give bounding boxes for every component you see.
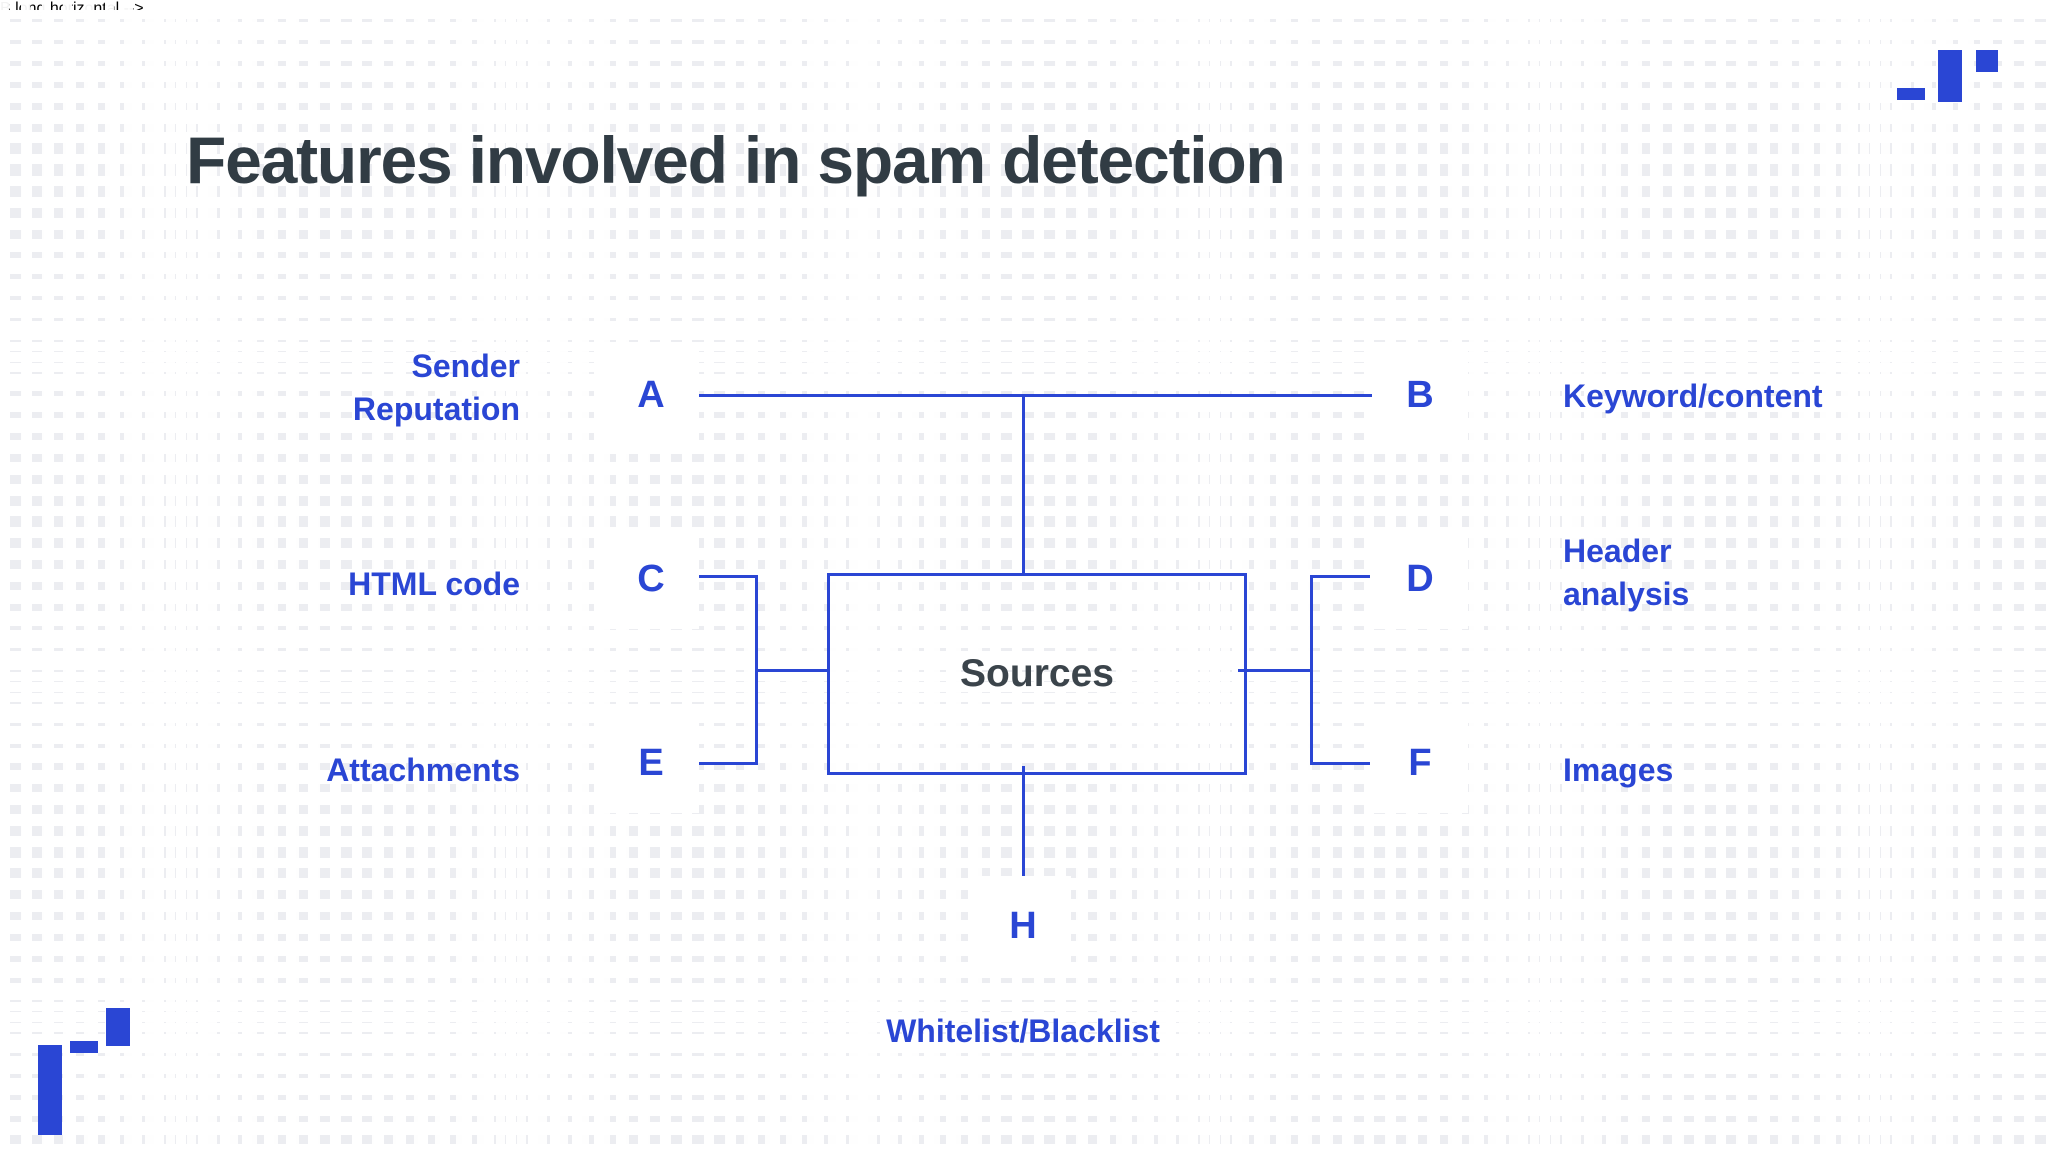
node-letter-d: D (1406, 557, 1434, 600)
node-letter-e: E (638, 741, 664, 784)
node-letter-h: H (1009, 904, 1037, 947)
label-header-analysis: Header analysis (1563, 530, 2023, 616)
node-box-b[interactable]: B (1372, 345, 1468, 445)
label-images: Images (1563, 749, 2023, 792)
label-images-text: Images (1563, 752, 1674, 788)
node-box-h[interactable]: H (975, 876, 1071, 976)
connector-e-stub (695, 762, 755, 765)
top-right-decoration-bar-tall (1938, 50, 1962, 102)
node-letter-a: A (637, 373, 665, 416)
label-keyword-content-text: Keyword/content (1563, 378, 1823, 414)
bottom-left-decoration-bar-small (70, 1041, 98, 1053)
top-right-decoration-square (1976, 50, 1998, 72)
connector-f-stub (1310, 762, 1370, 765)
node-box-e[interactable]: E (603, 713, 699, 813)
node-letter-f: F (1408, 741, 1432, 784)
node-box-c[interactable]: C (603, 529, 699, 629)
center-node-label: Sources (960, 652, 1114, 695)
label-keyword-content: Keyword/content (1563, 375, 2023, 418)
label-whitelist-blacklist: Whitelist/Blacklist (773, 1010, 1273, 1053)
bottom-left-decoration-bar-tall (38, 1045, 62, 1135)
center-node-sources[interactable]: Sources (827, 573, 1247, 775)
node-box-d[interactable]: D (1372, 529, 1468, 629)
connector-d-stub (1310, 575, 1370, 578)
top-right-decoration-bar-small (1897, 88, 1925, 100)
label-sender-reputation: Sender Reputation (210, 345, 520, 431)
label-html-code: HTML code (210, 563, 520, 606)
page-title: Features involved in spam detection (186, 123, 1286, 197)
label-sender-reputation-line2: Reputation (352, 391, 520, 428)
node-letter-b: B (1406, 373, 1434, 416)
label-attachments-text: Attachments (326, 752, 520, 788)
label-header-analysis-line2: analysis (1563, 576, 1690, 613)
connector-a-to-b (695, 394, 1377, 397)
connector-c-stub (695, 575, 755, 578)
connector-left-to-center (755, 669, 830, 672)
connector-center-to-h (1022, 766, 1025, 886)
label-sender-reputation-line1: Sender (411, 348, 520, 384)
label-whitelist-blacklist-text: Whitelist/Blacklist (886, 1013, 1160, 1049)
node-box-a[interactable]: A (603, 345, 699, 445)
node-box-f[interactable]: F (1372, 713, 1468, 813)
connector-center-to-right (1238, 669, 1313, 672)
connector-right-bracket (1310, 575, 1313, 765)
label-header-analysis-line1: Header (1563, 533, 1672, 569)
connector-top-to-center (1022, 394, 1025, 576)
node-letter-c: C (637, 557, 665, 600)
label-attachments: Attachments (180, 749, 520, 792)
bottom-left-decoration-rect (106, 1008, 130, 1046)
label-html-code-text: HTML code (348, 566, 520, 602)
